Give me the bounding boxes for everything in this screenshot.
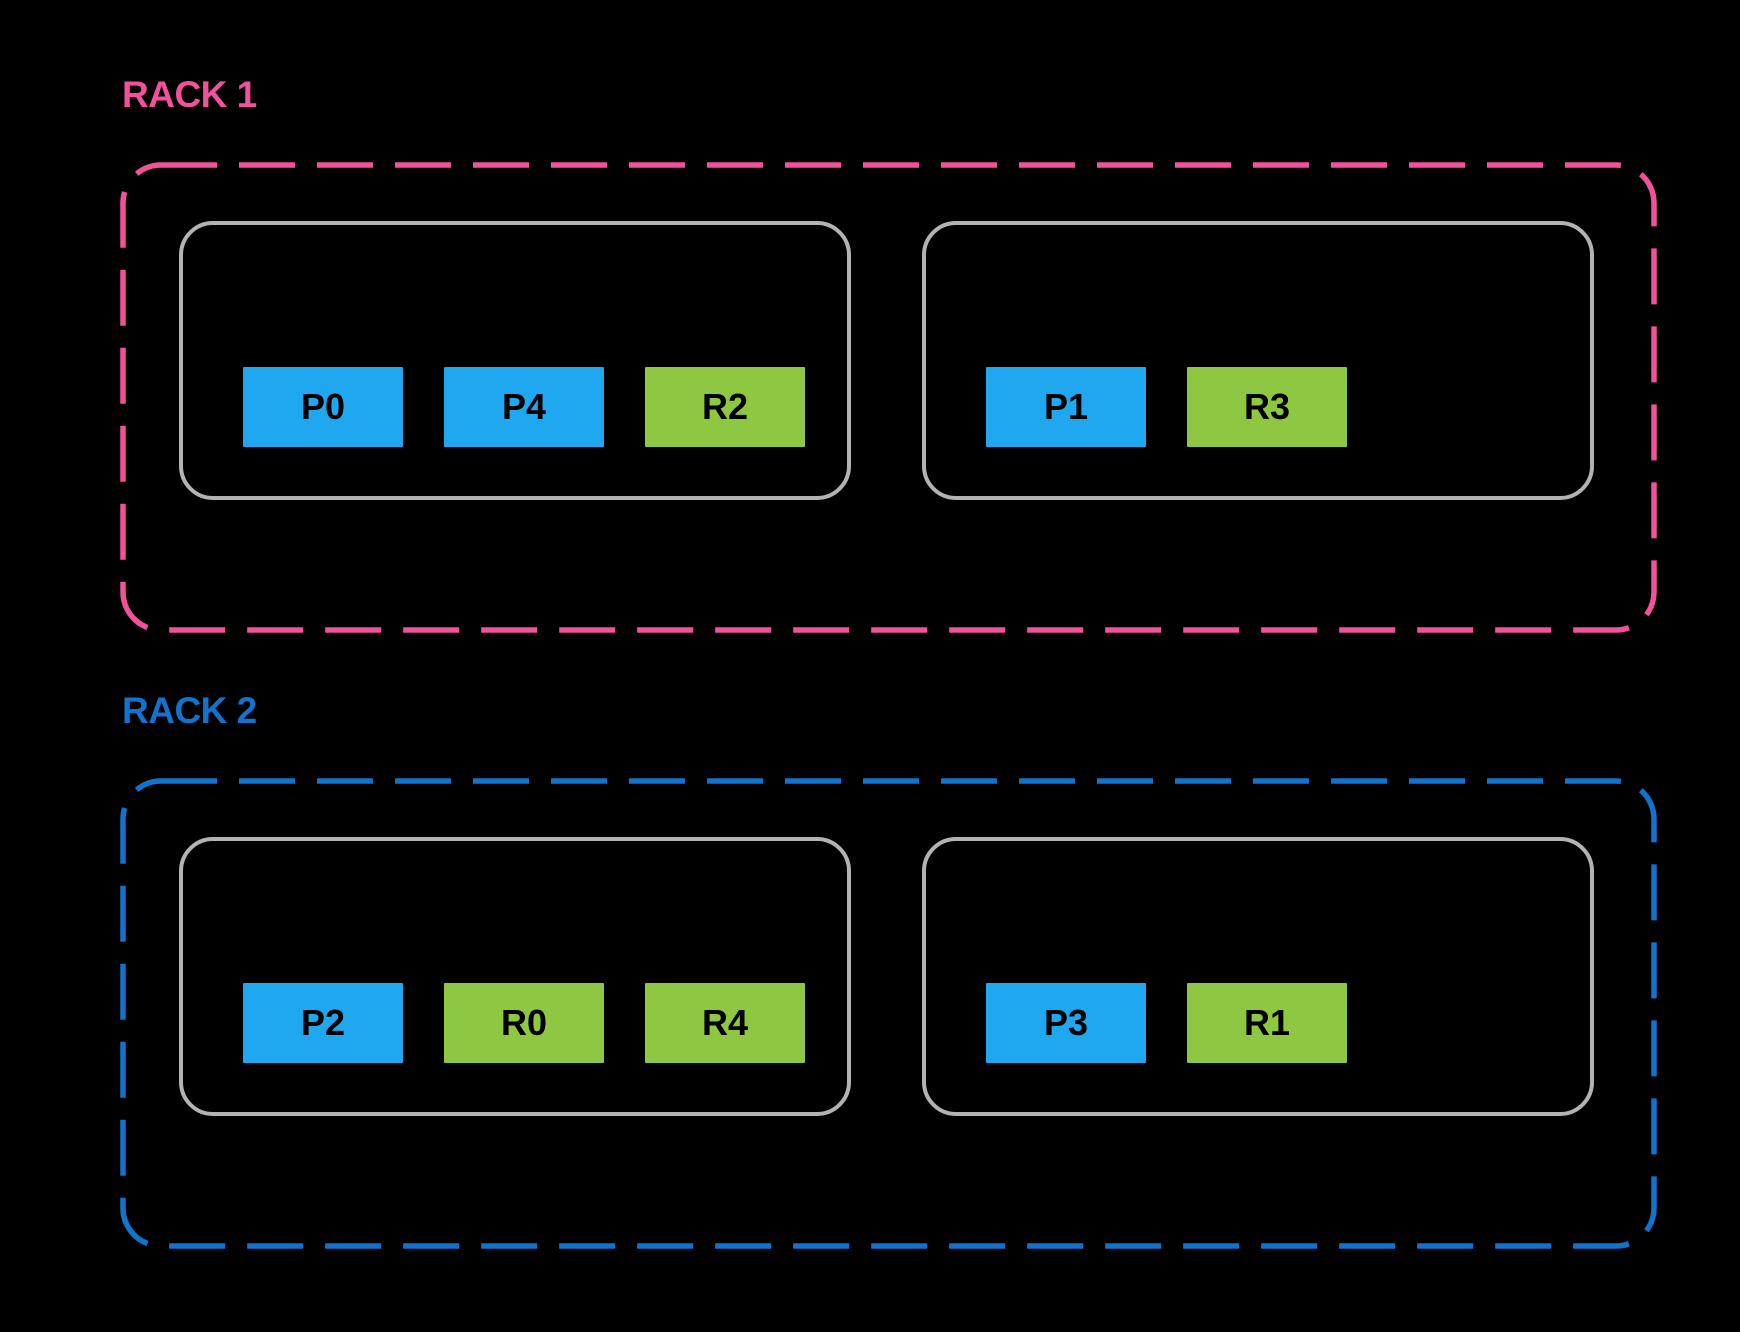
rack-1-node-2: P1 R3 xyxy=(922,221,1594,500)
rack-2-label: RACK 2 xyxy=(122,690,257,731)
rack-2-node-1: P2 R0 R4 xyxy=(179,837,851,1116)
rack-1-node-1: P0 P4 R2 xyxy=(179,221,851,500)
shard-chip-r1: R1 xyxy=(1187,983,1347,1063)
shard-chip-r3: R3 xyxy=(1187,367,1347,447)
shard-chip-p0: P0 xyxy=(243,367,403,447)
rack-1-boundary: P0 P4 R2 P1 R3 xyxy=(120,162,1657,633)
shard-chip-r2: R2 xyxy=(645,367,805,447)
shard-chip-p2: P2 xyxy=(243,983,403,1063)
rack-1-dashed-border xyxy=(120,162,1657,633)
rack-2-dashed-border xyxy=(120,778,1657,1249)
shard-chip-r4: R4 xyxy=(645,983,805,1063)
rack-1-label: RACK 1 xyxy=(122,74,257,115)
shard-chip-r0: R0 xyxy=(444,983,604,1063)
shard-chip-p3: P3 xyxy=(986,983,1146,1063)
shard-chip-p4: P4 xyxy=(444,367,604,447)
shard-chip-p1: P1 xyxy=(986,367,1146,447)
rack-2-node-2: P3 R1 xyxy=(922,837,1594,1116)
rack-2-boundary: P2 R0 R4 P3 R1 xyxy=(120,778,1657,1249)
